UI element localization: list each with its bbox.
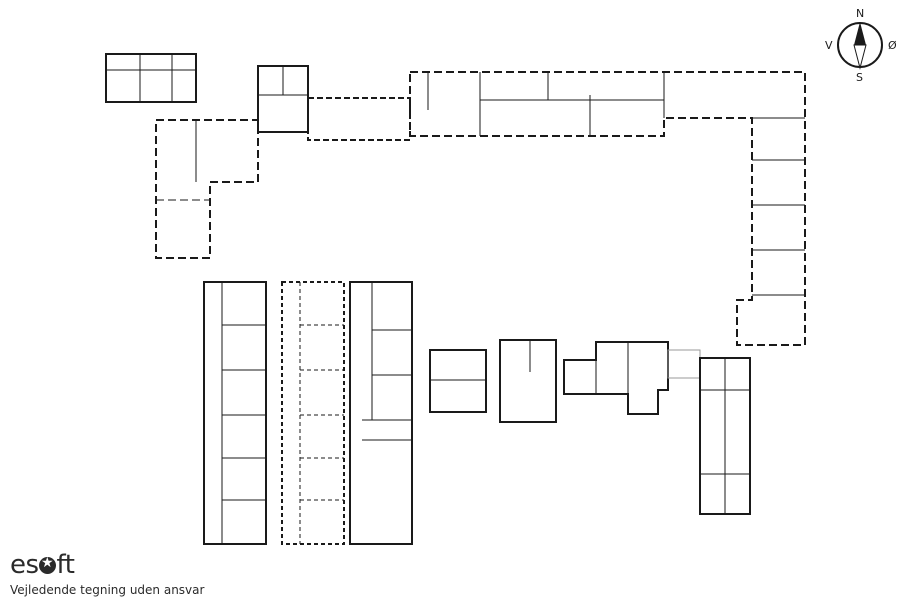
building-tall-right <box>699 357 751 515</box>
building-connector <box>667 349 701 379</box>
compass-east-label: Ø <box>888 39 897 52</box>
compass-west-label: V <box>825 39 833 52</box>
building-sal <box>307 97 411 141</box>
building-top-left <box>105 53 197 103</box>
building-small-b <box>499 339 557 423</box>
building-left-wing <box>155 119 259 259</box>
building-main <box>409 71 806 346</box>
building-annex <box>257 65 309 133</box>
compass-north-label: N <box>856 7 865 20</box>
building-lower-2 <box>281 281 345 545</box>
star-icon <box>39 556 57 574</box>
compass-south-label: S <box>856 71 863 84</box>
building-small-c <box>563 341 669 415</box>
building-lower-1 <box>203 281 267 545</box>
disclaimer-text: Vejledende tegning uden ansvar <box>10 583 205 597</box>
compass-rose <box>837 22 883 70</box>
building-lower-3 <box>349 281 413 545</box>
esoft-logo: esft <box>10 552 75 578</box>
building-small-a <box>429 349 487 413</box>
